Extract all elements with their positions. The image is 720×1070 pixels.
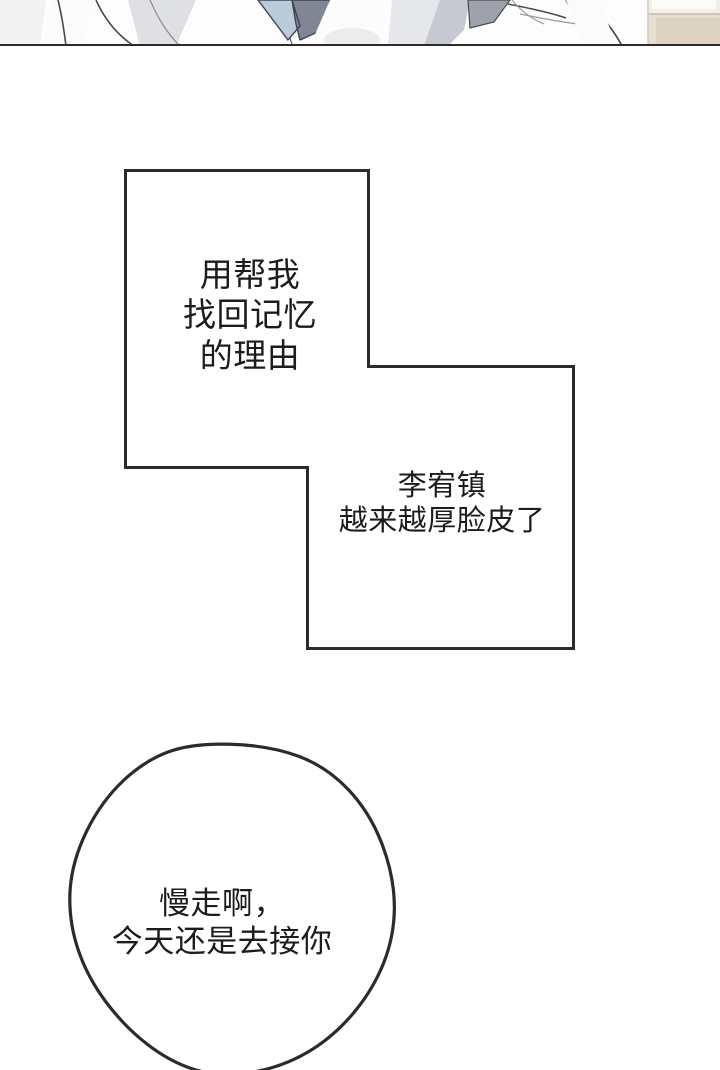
speech-balloon-outline-icon: [68, 742, 396, 1070]
narration-text-upper-left: 用帮我 找回记忆 的理由: [183, 256, 317, 374]
narration-box-lower-right-top-edge: [367, 365, 575, 368]
panel-divider-rule: [0, 44, 720, 46]
speech-balloon-text: 慢走啊， 今天还是去接你: [111, 886, 333, 960]
comic-artwork-strip: [0, 0, 720, 46]
artwork-illustration: [0, 0, 720, 46]
speech-balloon-bottom: [50, 740, 430, 1070]
narration-text-lower-right: 李宥镇 越来越厚脸皮了: [338, 470, 546, 538]
narration-box-upper-left-bottom-edge: [124, 466, 309, 469]
narration-box-upper-left-right-edge: [367, 169, 370, 368]
narration-box-lower-right-left-edge: [306, 466, 309, 650]
narration-box-lower-right: [306, 365, 575, 650]
